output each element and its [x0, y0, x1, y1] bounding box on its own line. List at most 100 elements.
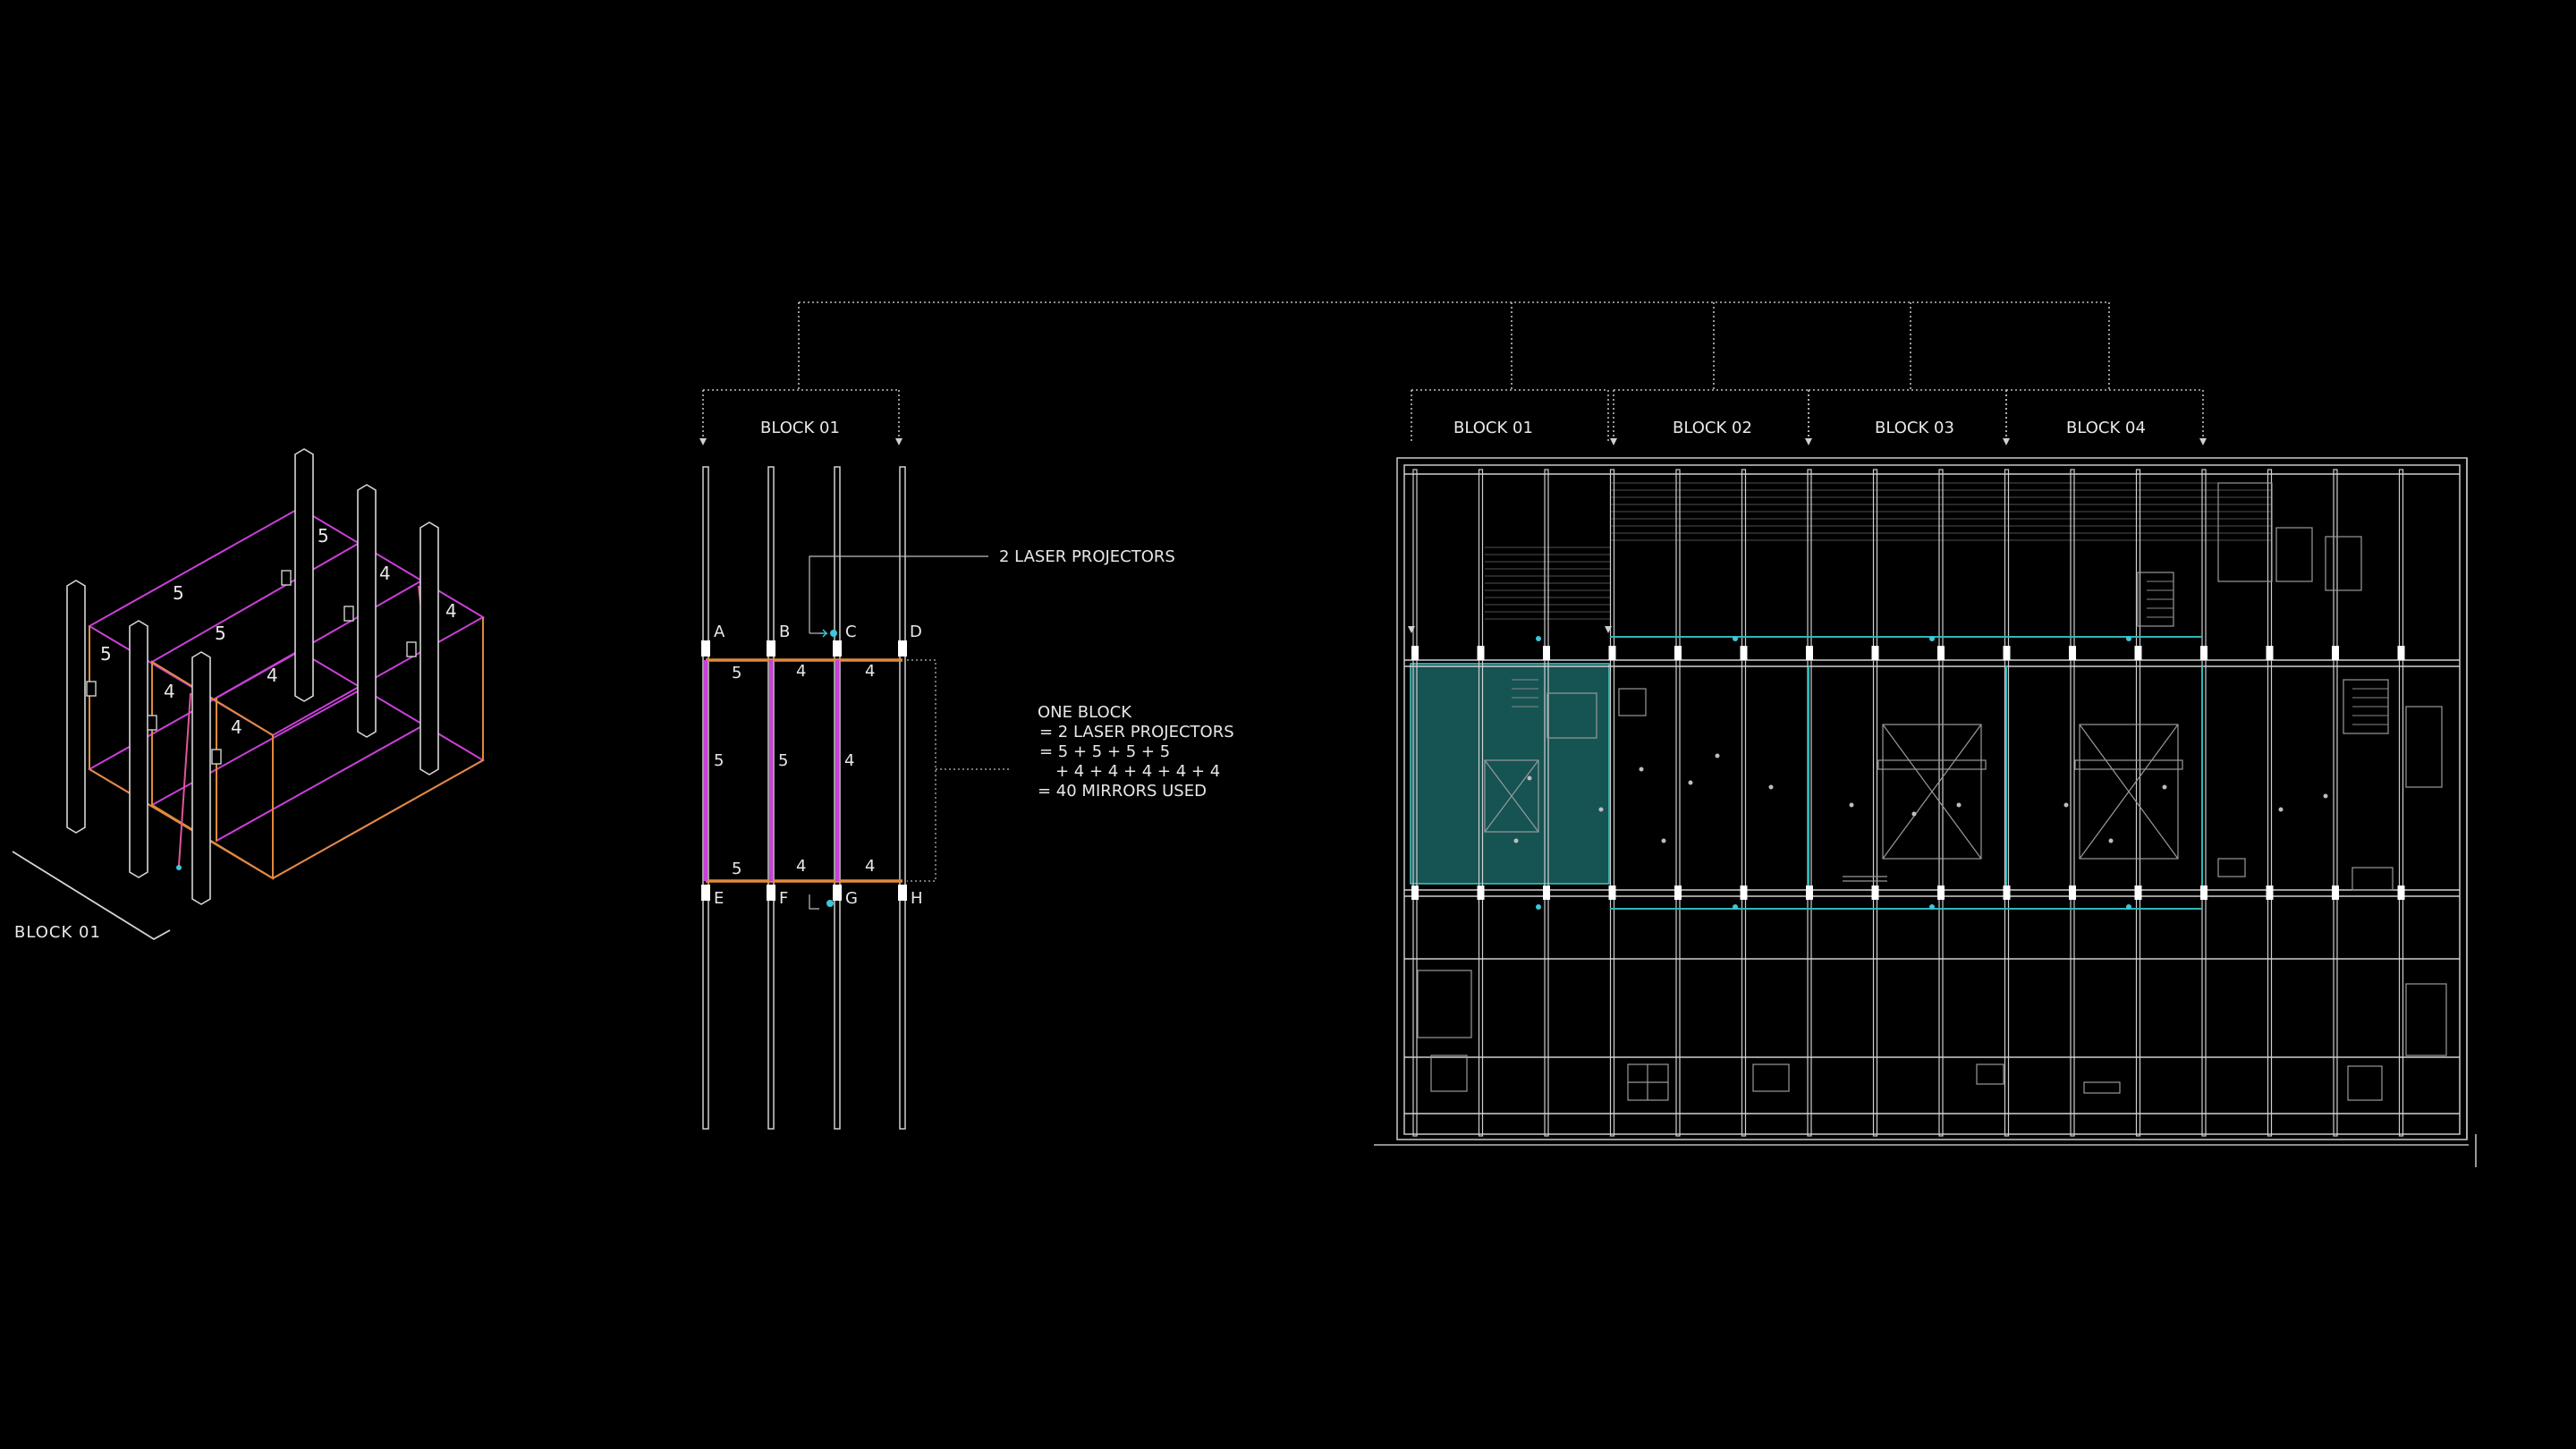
floor-plan-column	[1938, 469, 1944, 1137]
mirror-count: 5	[732, 664, 741, 682]
axo-count: 4	[231, 716, 242, 738]
floor-plan-node	[1543, 646, 1550, 660]
mirror-count: 4	[865, 857, 875, 876]
floor-plan-node	[1411, 646, 1419, 660]
mirror-count: 4	[844, 751, 854, 770]
floor-plan-column	[2398, 469, 2404, 1137]
grid-label-h: H	[911, 889, 923, 908]
axo-count: 4	[267, 665, 278, 686]
floor-plan-node	[2332, 886, 2339, 900]
floor-plan-node	[1411, 886, 1419, 900]
block-plan-brace	[907, 659, 1011, 882]
floor-plan-node	[1608, 646, 1616, 660]
equation-line-5: = 40 MIRRORS USED	[1038, 782, 1207, 801]
floor-plan: BLOCK 01 BLOCK 02 BLOCK 03 BLOCK 04	[1374, 419, 2477, 1167]
floor-plan-node	[2200, 886, 2207, 900]
floor-plan-nodes	[1411, 646, 2405, 900]
grid-label-a: A	[714, 623, 725, 641]
block-plan-columns	[702, 466, 906, 1130]
floor-plan-node	[2069, 646, 2076, 660]
grid-label-e: E	[714, 889, 724, 908]
axonometric-view: 5 5 5 5 4 4 4 4 4 BLOCK 01	[12, 448, 485, 942]
floor-plan-node	[2266, 646, 2274, 660]
floor-plan-node	[2200, 646, 2207, 660]
projector-dot	[830, 630, 837, 637]
floor-plan-node	[2069, 886, 2076, 900]
floor-plan-node	[1608, 886, 1616, 900]
floor-block-04-label: BLOCK 04	[2066, 419, 2146, 437]
floor-plan-column	[1675, 469, 1681, 1137]
equation-line-4: + 4 + 4 + 4 + 4 + 4	[1055, 762, 1220, 781]
floor-plan-node	[2003, 646, 2011, 660]
equation-line-2: = 2 LASER PROJECTORS	[1039, 723, 1234, 741]
axo-count: 4	[164, 681, 175, 702]
floor-plan-node	[1937, 886, 1945, 900]
projector-callout-label: 2 LASER PROJECTORS	[999, 547, 1175, 566]
floor-plan-node	[2134, 646, 2142, 660]
floor-plan-node	[1543, 886, 1550, 900]
projector-arrow	[819, 629, 828, 638]
floor-plan-column	[1741, 469, 1747, 1137]
floor-plan-node	[1871, 646, 1879, 660]
mirror-count: 4	[865, 662, 875, 681]
mirror-count: 4	[796, 662, 806, 681]
axo-mirror-tabs	[86, 570, 417, 765]
block-plan: BLOCK 01 A	[701, 419, 1234, 1130]
floor-plan-column	[2004, 469, 2010, 1137]
axo-count: 5	[318, 525, 329, 547]
floor-block-02-label: BLOCK 02	[1673, 419, 1752, 437]
floor-block-03-label: BLOCK 03	[1875, 419, 1954, 437]
floor-plan-node	[1806, 886, 1813, 900]
axo-columns	[66, 448, 439, 905]
floor-plan-node	[1871, 886, 1879, 900]
floor-plan-node	[2397, 646, 2405, 660]
floor-plan-column	[1478, 469, 1484, 1137]
floor-plan-column	[1412, 469, 1418, 1137]
floor-plan-node	[1477, 886, 1485, 900]
floor-plan-node	[2266, 886, 2274, 900]
axo-count: 5	[215, 623, 226, 644]
axo-count: 4	[445, 600, 457, 622]
floor-plan-cyan-lines	[1610, 636, 2203, 910]
grid-label-b: B	[779, 623, 790, 641]
floor-plan-fixtures	[1513, 753, 2328, 843]
floor-plan-column	[2333, 469, 2338, 1137]
floor-plan-column	[2267, 469, 2273, 1137]
projector-dot	[826, 900, 834, 907]
floor-plan-node	[2332, 646, 2339, 660]
grid-label-f: F	[779, 889, 788, 908]
floor-plan-rooms	[1417, 482, 2447, 1101]
floor-block-01-label: BLOCK 01	[1453, 419, 1533, 437]
block-01-highlight	[1410, 663, 1610, 885]
grid-label-g: G	[845, 889, 858, 908]
axo-count: 4	[379, 563, 391, 584]
equation-line-3: = 5 + 5 + 5 + 5	[1039, 742, 1170, 761]
floor-plan-node	[2134, 886, 2142, 900]
floor-plan-outline	[1374, 457, 2477, 1167]
grid-label-c: C	[845, 623, 857, 641]
floor-plan-node	[1937, 646, 1945, 660]
mirror-count: 5	[732, 860, 741, 878]
floor-plan-node	[1674, 646, 1682, 660]
grid-label-d: D	[910, 623, 922, 641]
mirror-count: 4	[796, 857, 806, 876]
equation-line-1: ONE BLOCK	[1038, 703, 1132, 722]
axo-count: 5	[100, 643, 112, 665]
floor-plan-node	[1740, 886, 1748, 900]
axo-count: 5	[173, 582, 184, 604]
bracket-arrowheads	[699, 438, 2207, 633]
axo-block-label: BLOCK 01	[14, 923, 101, 942]
axo-projector-dot	[176, 865, 182, 870]
floor-plan-node	[1477, 646, 1485, 660]
block-plan-orange	[706, 658, 902, 883]
floor-plan-column	[1609, 469, 1615, 1137]
floor-plan-beams	[1404, 473, 2460, 1114]
block-plan-magenta	[704, 660, 839, 881]
floor-plan-columns	[1412, 469, 2404, 1137]
axo-orange-frame	[89, 617, 484, 880]
axo-label-bracket	[12, 851, 171, 941]
floor-plan-node	[1806, 646, 1813, 660]
floor-plan-stairs	[1512, 580, 2388, 725]
floor-plan-column	[2070, 469, 2075, 1137]
